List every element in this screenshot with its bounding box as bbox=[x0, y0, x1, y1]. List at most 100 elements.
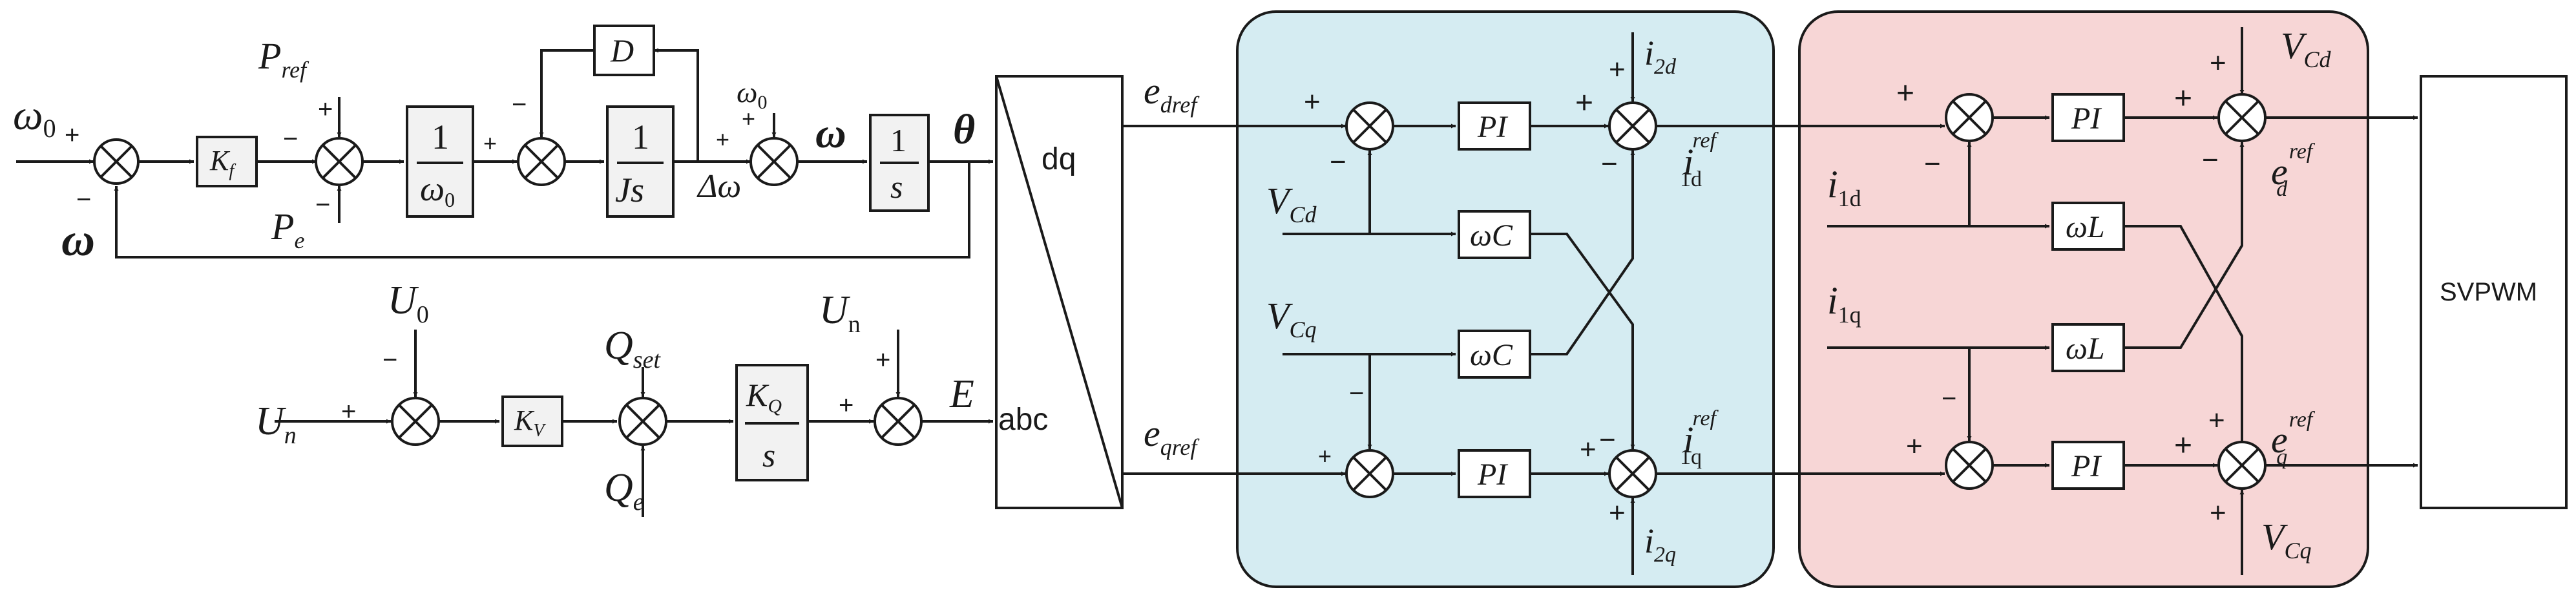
e-output-label: E bbox=[949, 372, 974, 416]
sign-plus: + bbox=[65, 121, 79, 149]
sign-plus: + bbox=[875, 346, 890, 374]
omega-feedback-label: ω bbox=[61, 214, 95, 266]
sum-junction-8 bbox=[1345, 101, 1394, 151]
omega-l-label-1: ωL bbox=[2066, 210, 2105, 244]
delta-omega-label: Δω bbox=[696, 168, 741, 205]
sum-junction-11 bbox=[1608, 449, 1657, 498]
frequency-loop: ω0 + − ω Kf − Pref + − Pe 1 ω0 + − D 1 bbox=[13, 25, 993, 266]
sign-plus: + bbox=[2210, 47, 2226, 79]
sign-plus: + bbox=[1896, 76, 1914, 111]
sum-junction-5 bbox=[391, 397, 440, 446]
sign-plus: + bbox=[318, 95, 333, 123]
sign-minus: − bbox=[1942, 385, 1956, 413]
sign-plus: + bbox=[483, 130, 497, 156]
kv-label: KV bbox=[514, 405, 546, 441]
current-loop-panel bbox=[1236, 10, 1775, 588]
sign-minus: − bbox=[1599, 424, 1616, 456]
e-dref-label: edref bbox=[1144, 70, 1200, 118]
i2d-label: i2d bbox=[1644, 34, 1677, 79]
pi-vq-label: PI bbox=[2071, 449, 2102, 483]
omegal2-cross-line bbox=[2124, 142, 2245, 349]
sum-junction-2 bbox=[315, 137, 364, 186]
dq-abc-transform-block: dq abc bbox=[995, 75, 1124, 509]
omega-c-label-2: ωC bbox=[1470, 338, 1513, 372]
kq-den: s bbox=[762, 438, 775, 474]
pi-q-block bbox=[1458, 449, 1531, 498]
voltage-loop-panel bbox=[1798, 10, 2369, 588]
sign-minus: − bbox=[1349, 379, 1364, 408]
integrator-den: s bbox=[890, 169, 903, 205]
sign-plus: + bbox=[2210, 497, 2226, 529]
sign-minus: − bbox=[512, 90, 527, 119]
inv-omega0-num: 1 bbox=[432, 118, 449, 156]
sign-plus: + bbox=[1609, 497, 1626, 529]
transform-top-label: dq bbox=[1042, 142, 1076, 176]
sign-plus: + bbox=[1304, 86, 1321, 118]
omegal1-cross-line bbox=[2124, 225, 2245, 449]
inertia-num: 1 bbox=[632, 118, 649, 156]
sign-minus: − bbox=[1330, 146, 1346, 178]
sign-plus: + bbox=[742, 105, 755, 132]
vcd-label-1: VCd bbox=[1266, 180, 1317, 227]
voltage-loop: Un + U0 − KV Qset Qe KQ s + Un + E bbox=[255, 279, 993, 517]
i1d-label: i1d bbox=[1827, 163, 1861, 211]
integrator-num: 1 bbox=[890, 122, 906, 158]
sum-junction-10 bbox=[1345, 449, 1394, 498]
vcd-label-2: VCd bbox=[2281, 25, 2331, 72]
inv-omega0-den: ω0 bbox=[420, 169, 455, 211]
svpwm-block: SVPWM bbox=[2420, 75, 2568, 509]
vcq-label-1: VCq bbox=[1266, 295, 1316, 343]
sign-plus: + bbox=[1318, 443, 1332, 469]
sign-plus: + bbox=[839, 391, 853, 419]
e-qref-label: eqref bbox=[1144, 412, 1200, 460]
omega0-add-label: ω0 bbox=[737, 76, 767, 113]
damping-in-line bbox=[654, 48, 699, 162]
sum-junction-7 bbox=[874, 397, 923, 446]
p-e-label: Pe bbox=[271, 206, 304, 253]
kf-label: Kf bbox=[209, 145, 236, 181]
sum-junction-3 bbox=[517, 137, 566, 186]
kq-num: KQ bbox=[746, 377, 782, 417]
sign-minus: − bbox=[2202, 144, 2219, 176]
sign-plus: + bbox=[2174, 428, 2192, 463]
sum-junction-1 bbox=[93, 138, 140, 185]
un-add-label: Un bbox=[819, 288, 861, 338]
sum-junction-4 bbox=[749, 137, 799, 186]
omega-c-label-1: ωC bbox=[1470, 218, 1513, 253]
sign-minus: − bbox=[1601, 148, 1618, 180]
sign-plus: + bbox=[1609, 54, 1626, 85]
sign-plus: + bbox=[716, 126, 729, 153]
transform-bottom-label: abc bbox=[998, 403, 1048, 437]
sign-minus-light: − bbox=[283, 125, 298, 153]
sign-plus: + bbox=[1575, 86, 1593, 120]
un-input-label: Un bbox=[255, 399, 297, 449]
sign-minus: − bbox=[382, 346, 397, 374]
kf-gain-block bbox=[196, 136, 258, 187]
sign-plus: + bbox=[2208, 405, 2225, 436]
inertia-den: Js bbox=[615, 171, 644, 209]
pi-d-label: PI bbox=[1477, 110, 1508, 144]
sum-junction-15 bbox=[2217, 441, 2267, 490]
q-set-label: Qset bbox=[604, 324, 661, 374]
omegac2-cross-line bbox=[1530, 151, 1635, 355]
sign-minus: − bbox=[1924, 148, 1941, 180]
sign-plus: + bbox=[1906, 430, 1923, 462]
sum-junction-14 bbox=[1945, 441, 1994, 490]
i1q-label: i1q bbox=[1827, 279, 1861, 328]
omega-feedback-line bbox=[114, 162, 970, 258]
i2q-label: i2q bbox=[1644, 522, 1676, 567]
sum-junction-9 bbox=[1608, 101, 1657, 151]
q-e-label: Qe bbox=[604, 466, 644, 516]
omega-label: ω bbox=[815, 110, 846, 157]
vcq-label-2: VCq bbox=[2261, 516, 2311, 564]
omega-c-block-1 bbox=[1458, 210, 1531, 259]
sign-plus: + bbox=[2174, 81, 2192, 116]
sum-junction-6 bbox=[618, 397, 667, 446]
damping-label: D bbox=[610, 32, 634, 69]
kv-gain-block bbox=[501, 395, 563, 447]
omegac1-cross-line bbox=[1530, 233, 1635, 449]
